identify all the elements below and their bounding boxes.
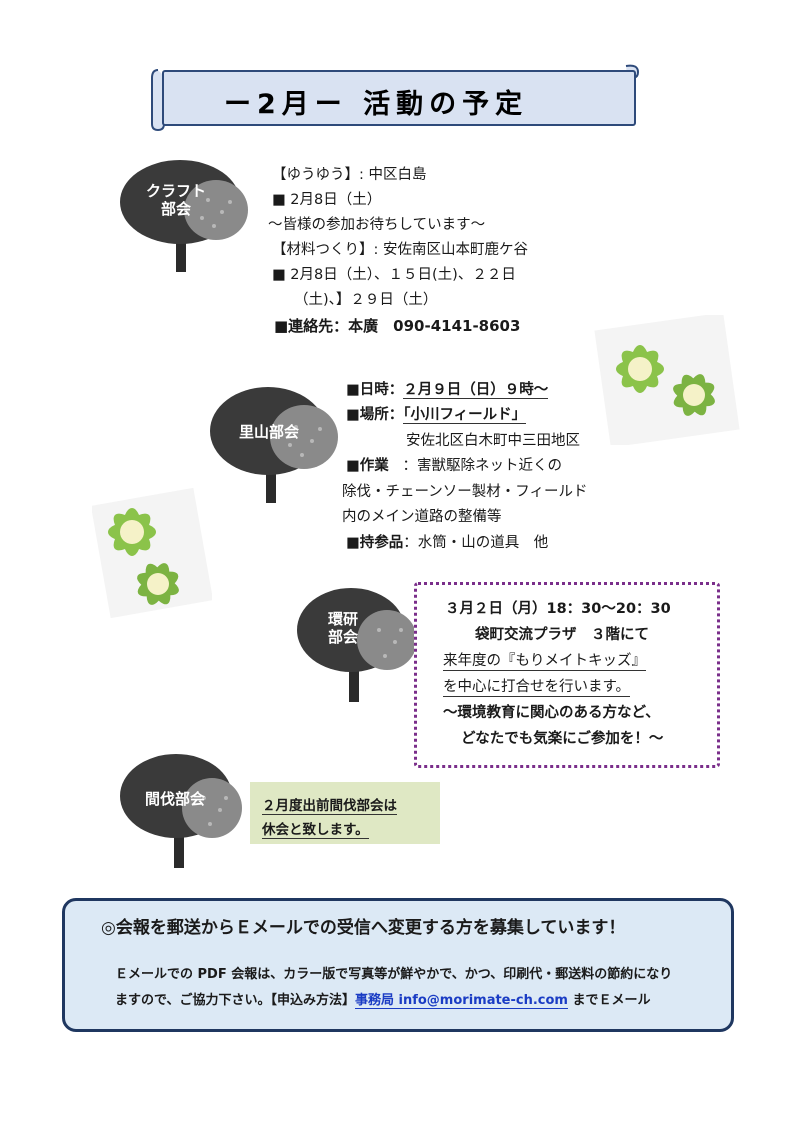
flower-icon [90,487,214,619]
craft-line-4: 【材料つくり】: 安佐南区山本町鹿ケ谷 [272,242,528,258]
satoyama-place: ■場所：「小川フィールド」 [346,403,527,428]
craft-line-3: ～皆様の参加お待ちしています～ [268,217,486,233]
kanbatsu-label: 間伐部会 [144,790,205,808]
satoyama-tree: 里山部会 [208,385,348,505]
craft-label: クラフト 部会 [145,182,206,218]
banner-body: ー2月ー 活動の予定 [162,70,636,126]
satoyama-place-value: 「小川フィールド」 [403,407,527,424]
kanken-label: 環研 部会 [327,610,358,646]
kanken-tree: 環研 部会 [295,588,425,703]
kanken-venue: 袋町交流プラザ ３階にて [475,627,649,643]
kanken-datetime: ３月２日（月）18：30～20：30 [445,601,671,617]
tree-icon [297,588,417,702]
craft-line-5: ■ 2月8日（土）、１５日(土)、２２日 [272,267,516,283]
notice-body-2: ますので、ご協力下さい。【申込み方法】事務局 info@morimate-ch.… [115,989,651,1009]
flower-decoration-top [592,312,742,449]
notice-body-1: Ｅメールでの PDF 会報は、カラー版で写真等が鮮やかで、かつ、印刷代・郵送料の… [115,967,673,982]
flower-decoration-left [90,487,214,622]
satoyama-date: ■日時：２月９日（日）９時～ [346,378,549,403]
satoyama-work-line2: 除伐・チェーンソー製材・フィールド [342,484,588,500]
kanbatsu-note-line-2: 休会と致します。 [262,818,369,839]
craft-contact: ■連絡先：本廣 090-4141-8603 [274,317,521,335]
satoyama-date-value: ２月９日（日）９時～ [403,382,549,399]
satoyama-place-label: ■場所： [346,407,404,423]
satoyama-items-value: ：水筒・山の道具 他 [403,535,549,551]
satoyama-work-value: ：害獣駆除ネット近くの [402,458,563,474]
kanbatsu-tree: 間伐部会 [118,752,248,870]
notice-body-2-post: までＥメール [567,993,651,1008]
email-newsletter-notice: ◎会報を郵送からＥメールでの受信へ変更する方を募集しています！ Ｅメールでの P… [62,898,734,1032]
tree-icon [120,160,248,272]
satoyama-items: ■持参品：水筒・山の道具 他 [346,531,548,556]
contact-email-link[interactable]: 事務局 info@morimate-ch.com [354,993,568,1009]
kanbatsu-note-line-1: ２月度出前間伐部会は [262,794,397,815]
satoyama-address: 安佐北区白木町中三田地区 [406,433,580,449]
satoyama-work-line3: 内のメイン道路の整備等 [342,509,502,525]
notice-heading: ◎会報を郵送からＥメールでの受信へ変更する方を募集しています！ [101,918,626,938]
craft-line-1: 【ゆうゆう】: 中区白島 [272,167,427,183]
kanken-info-box: ３月２日（月）18：30～20：30 袋町交流プラザ ３階にて 来年度の『もりメ… [414,582,720,768]
satoyama-items-label: ■持参品 [346,535,404,551]
title-banner: ー2月ー 活動の予定 [150,62,640,132]
kanken-invite-1: ～環境教育に関心のある方など、 [443,705,660,721]
kanken-desc-2: を中心に打合せを行います。 [443,675,631,697]
kanken-invite-2: どなたでも気楽にご参加を！～ [461,731,664,747]
tree-icon [210,387,338,503]
craft-line-2: ■ 2月8日（土） [272,192,382,208]
craft-tree: クラフト 部会 [118,160,258,275]
satoyama-date-label: ■日時： [346,382,404,398]
craft-line-6: （土)、】２９日（土） [294,292,438,308]
notice-body-2-pre: ますので、ご協力下さい。【申込み方法】 [115,993,355,1008]
kanken-desc-1: 来年度の『もりメイトキッズ』 [443,649,646,671]
page-title: ー2月ー 活動の予定 [224,89,529,120]
flower-icon [594,312,740,448]
satoyama-work-label: ■作業 [346,458,389,474]
kanbatsu-note: ２月度出前間伐部会は 休会と致します。 [250,782,440,844]
satoyama-work: ■作業 ：害獣駆除ネット近くの [346,454,562,479]
satoyama-label: 里山部会 [238,423,299,441]
tree-icon [120,754,242,868]
